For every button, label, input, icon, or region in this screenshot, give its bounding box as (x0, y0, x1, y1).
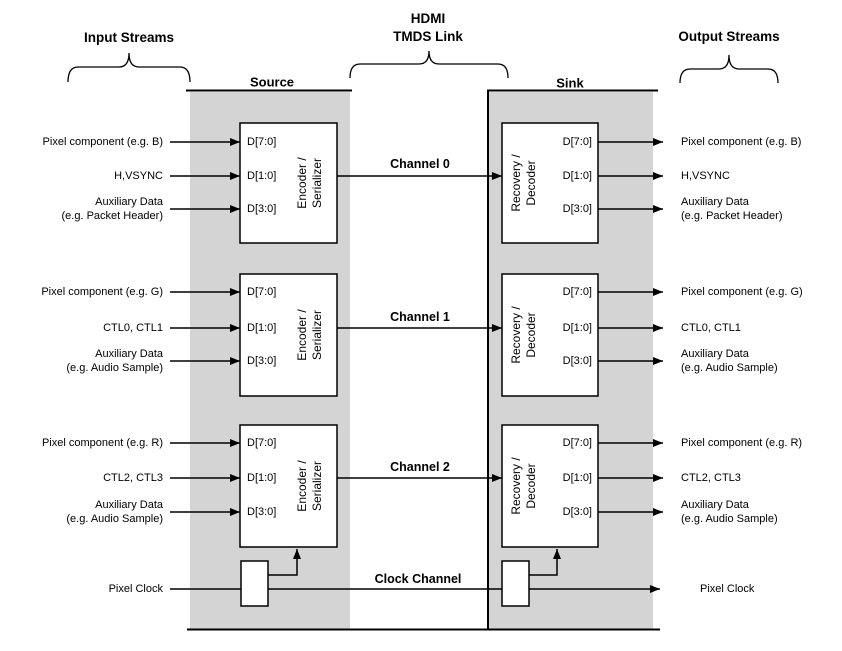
output-label: Auxiliary Data (e.g. Packet Header) (681, 196, 783, 222)
decoder-block-label: Recovery / Decoder (509, 154, 538, 212)
encoder-port: D[3:0] (247, 506, 277, 518)
decoder-port: D[1:0] (562, 170, 592, 182)
encoder-port: D[7:0] (247, 286, 277, 298)
pixel-clock-output-label: Pixel Clock (700, 583, 755, 595)
encoder-block-label: Encoder / Serializer (295, 157, 324, 209)
input-label: Auxiliary Data (e.g. Packet Header) (61, 196, 164, 222)
input-streams-brace (67, 52, 191, 83)
output-label: Auxiliary Data (e.g. Audio Sample) (681, 348, 778, 374)
input-label: Auxiliary Data (e.g. Audio Sample) (66, 499, 163, 525)
output-streams-title: Output Streams (678, 29, 780, 44)
encoder-port: D[1:0] (247, 322, 277, 334)
output-streams-brace (679, 54, 779, 84)
pixel-clock-input-label: Pixel Clock (108, 583, 163, 595)
decoder-port: D[3:0] (562, 506, 592, 518)
sink-clock-box (501, 560, 530, 607)
decoder-block-0 (501, 122, 599, 244)
decoder-port: D[1:0] (562, 472, 592, 484)
sink-clock-feed-arrow (529, 549, 561, 576)
encoder-port: D[1:0] (247, 472, 277, 484)
source-clock-box (240, 560, 269, 607)
hdmi-tmds-link-title: HDMI TMDS Link (393, 11, 463, 44)
encoder-block-0 (239, 122, 338, 244)
input-label: CTL0, CTL1 (103, 322, 163, 334)
channel-0-label: Channel 0 (390, 157, 450, 171)
decoder-port: D[7:0] (562, 437, 592, 449)
decoder-block-label: Recovery / Decoder (509, 306, 538, 364)
encoder-block-1 (239, 273, 338, 397)
input-label: H,VSYNC (114, 170, 163, 182)
output-label: H,VSYNC (681, 170, 730, 182)
input-label: Pixel component (e.g. B) (42, 136, 163, 148)
encoder-port: D[3:0] (247, 203, 277, 215)
encoder-port: D[3:0] (247, 355, 277, 367)
output-label: CTL0, CTL1 (681, 322, 741, 334)
channel-arrows (337, 172, 502, 482)
input-label: Pixel component (e.g. R) (41, 437, 163, 449)
source-clock-feed-arrow (268, 549, 301, 576)
channel-2-label: Channel 2 (390, 460, 450, 474)
output-arrows (598, 138, 663, 516)
output-label: Auxiliary Data (e.g. Audio Sample) (681, 499, 778, 525)
decoder-port: D[7:0] (562, 286, 592, 298)
encoder-port: D[7:0] (247, 136, 277, 148)
input-label: Auxiliary Data (e.g. Audio Sample) (66, 348, 163, 374)
output-label: Pixel component (e.g. B) (681, 136, 802, 148)
input-label: Pixel component (e.g. G) (41, 286, 163, 298)
encoder-block-2 (239, 424, 338, 548)
clock-channel-label: Clock Channel (374, 572, 462, 586)
braces (67, 50, 779, 84)
input-label: CTL2, CTL3 (103, 472, 163, 484)
encoder-port: D[7:0] (247, 437, 277, 449)
source-title: Source (249, 74, 295, 90)
decoder-port: D[1:0] (562, 322, 592, 334)
encoder-port: D[1:0] (247, 170, 277, 182)
decoder-port: D[3:0] (562, 355, 592, 367)
encoder-block-label: Encoder / Serializer (295, 309, 324, 361)
encoder-block-label: Encoder / Serializer (295, 460, 324, 512)
decoder-port: D[7:0] (562, 136, 592, 148)
input-arrows (170, 138, 240, 516)
output-label: CTL2, CTL3 (681, 472, 741, 484)
decoder-port: D[3:0] (562, 203, 592, 215)
output-label: Pixel component (e.g. G) (681, 286, 803, 298)
output-label: Pixel component (e.g. R) (681, 437, 803, 449)
sink-title: Sink (556, 75, 584, 91)
tmds-link-brace (349, 50, 509, 79)
decoder-block-2 (501, 424, 599, 548)
channel-1-label: Channel 1 (390, 310, 450, 324)
decoder-block-1 (501, 273, 599, 397)
decoder-block-label: Recovery / Decoder (509, 457, 538, 515)
input-streams-title: Input Streams (83, 30, 175, 45)
